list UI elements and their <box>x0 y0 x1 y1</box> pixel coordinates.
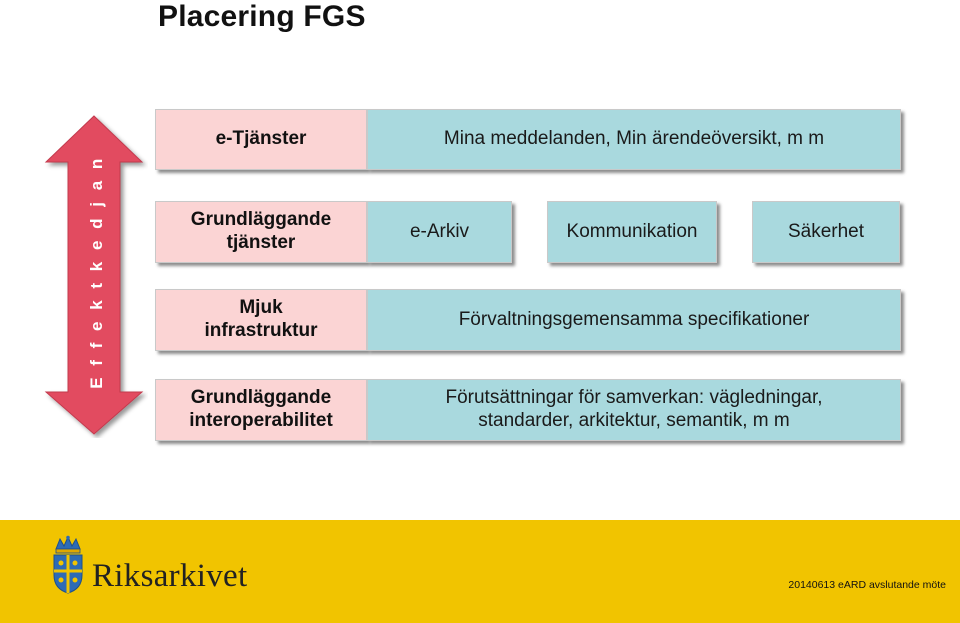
content-box-e-arkiv: e-Arkiv <box>367 201 512 263</box>
content-box-kommunikation: Kommunikation <box>547 201 717 263</box>
content-box-sakerhet: Säkerhet <box>752 201 900 263</box>
riksarkivet-logo-text: Riksarkivet <box>92 558 248 594</box>
footer-note: 20140613 eARD avslutande möte <box>788 579 946 591</box>
content-box-forvaltningsgemensamma: Förvaltningsgemensamma specifikationer <box>367 289 901 351</box>
row-label-mjuk-infrastruktur: Mjuk infrastruktur <box>155 289 367 351</box>
content-box-mina-meddelanden: Mina meddelanden, Min ärendeöversikt, m … <box>367 109 901 170</box>
row-label-grundlaggande-tjanster: Grundläggande tjänster <box>155 201 367 263</box>
crown-shield-emblem-icon <box>53 535 83 594</box>
row-label-e-tjanster: e-Tjänster <box>155 109 367 170</box>
footer-bar <box>0 520 960 623</box>
page-title: Placering FGS <box>158 0 366 33</box>
row-label-grundlaggande-interoperabilitet: Grundläggande interoperabilitet <box>155 379 367 441</box>
content-box-forutsattningar: Förutsättningar för samverkan: väglednin… <box>367 379 901 441</box>
double-arrow-icon <box>44 115 144 435</box>
